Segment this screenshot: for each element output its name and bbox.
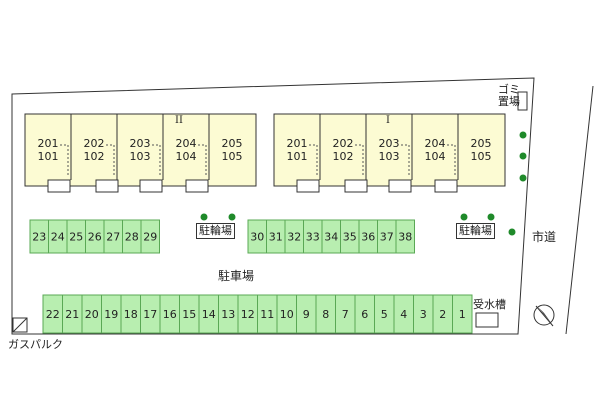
parking-space-number: 3 bbox=[420, 308, 427, 321]
unit-number-lower: 104 bbox=[424, 150, 446, 163]
unit-number-upper: 204 bbox=[424, 137, 446, 150]
water-tank-label: 受水槽 bbox=[473, 298, 506, 311]
parking-space bbox=[452, 294, 473, 334]
unit-number-upper: 205 bbox=[470, 137, 492, 150]
building-1-label: I bbox=[386, 115, 390, 126]
unit-number-lower: 105 bbox=[470, 150, 492, 163]
unit-number-upper: 202 bbox=[332, 137, 354, 150]
bike-parking-left-label: 駐輪場 bbox=[196, 223, 235, 239]
garbage-label-line-2: 置場 bbox=[498, 95, 520, 108]
unit-number-lower: 101 bbox=[37, 150, 59, 163]
parking-space-number: 15 bbox=[182, 308, 196, 321]
parking-space-number: 18 bbox=[124, 308, 138, 321]
parking-space-number: 1 bbox=[459, 308, 466, 321]
parking-space-number: 20 bbox=[85, 308, 99, 321]
parking-space-number: 19 bbox=[104, 308, 118, 321]
parking-space-number: 23 bbox=[32, 231, 46, 244]
parking-space-number: 27 bbox=[106, 231, 120, 244]
parking-space-number: 36 bbox=[361, 231, 375, 244]
unit-number-lower: 105 bbox=[221, 150, 243, 163]
parking-space-number: 37 bbox=[380, 231, 394, 244]
unit-number-upper: 203 bbox=[378, 137, 400, 150]
road-edge-line bbox=[565, 85, 594, 335]
parking-space-number: 25 bbox=[69, 231, 83, 244]
parking-space-number: 5 bbox=[381, 308, 388, 321]
parking-space-number: 33 bbox=[306, 231, 320, 244]
unit-number-lower: 102 bbox=[332, 150, 354, 163]
unit-number-upper: 202 bbox=[83, 137, 105, 150]
parking-space-number: 6 bbox=[361, 308, 368, 321]
parking-space-number: 26 bbox=[88, 231, 102, 244]
unit-number-lower: 104 bbox=[175, 150, 197, 163]
garbage-label-text: ゴミ置場 bbox=[490, 84, 520, 108]
water-tank-box bbox=[475, 312, 499, 328]
unit-number-upper: 201 bbox=[37, 137, 59, 150]
garbage-label-line-1: ゴミ bbox=[498, 83, 520, 96]
parking-space-number: 8 bbox=[322, 308, 329, 321]
garbage-station-box bbox=[517, 91, 528, 111]
parking-space bbox=[395, 219, 415, 254]
parking-space-number: 2 bbox=[439, 308, 446, 321]
parking-space-number: 10 bbox=[280, 308, 294, 321]
parking-space-number: 24 bbox=[51, 231, 65, 244]
parking-space-number: 16 bbox=[163, 308, 177, 321]
parking-space-number: 4 bbox=[400, 308, 407, 321]
unit-number-upper: 205 bbox=[221, 137, 243, 150]
parking-space-number: 11 bbox=[260, 308, 274, 321]
parking-space-number: 28 bbox=[125, 231, 139, 244]
parking-space-number: 38 bbox=[398, 231, 412, 244]
parking-lot-label: 駐車場 bbox=[218, 269, 255, 283]
parking-space-number: 17 bbox=[143, 308, 157, 321]
gas-label: ガスパルク bbox=[8, 338, 63, 351]
unit-number-lower: 101 bbox=[286, 150, 308, 163]
building-2-footprint bbox=[24, 113, 257, 193]
unit-number-lower: 103 bbox=[378, 150, 400, 163]
bike-parking-right-label: 駐輪場 bbox=[456, 223, 495, 239]
unit-number-lower: 103 bbox=[129, 150, 151, 163]
parking-space-number: 32 bbox=[287, 231, 301, 244]
north-arrow-icon bbox=[533, 304, 555, 327]
road-label: 市道 bbox=[532, 230, 557, 244]
trees bbox=[200, 131, 527, 236]
parking-space-number: 22 bbox=[46, 308, 60, 321]
parking-space-number: 14 bbox=[202, 308, 216, 321]
unit-number-upper: 204 bbox=[175, 137, 197, 150]
unit-number-lower: 102 bbox=[83, 150, 105, 163]
parking-space-number: 12 bbox=[241, 308, 255, 321]
unit-number-upper: 203 bbox=[129, 137, 151, 150]
building-1-footprint bbox=[273, 113, 506, 193]
building-2-label: II bbox=[175, 115, 183, 126]
parking-space-number: 7 bbox=[342, 308, 349, 321]
parking-space-number: 29 bbox=[143, 231, 157, 244]
unit-number-upper: 201 bbox=[286, 137, 308, 150]
garbage-label: ゴミ置場 bbox=[490, 84, 520, 108]
parking-space-number: 31 bbox=[269, 231, 283, 244]
parking-space-number: 35 bbox=[343, 231, 357, 244]
parking-space-number: 13 bbox=[221, 308, 235, 321]
parking-space-number: 34 bbox=[324, 231, 338, 244]
parking-space-number: 9 bbox=[303, 308, 310, 321]
parking-space-number: 30 bbox=[250, 231, 264, 244]
parking-space bbox=[140, 219, 160, 254]
parking-space-number: 21 bbox=[65, 308, 79, 321]
